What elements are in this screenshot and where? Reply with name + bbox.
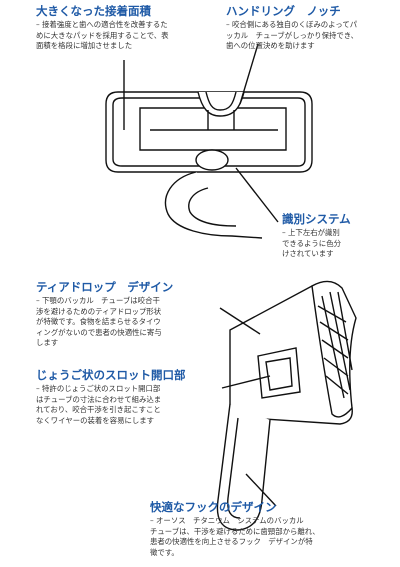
- callout-pad: 大きくなった接着面積 – 接着強度と歯への適合性を改善するた めに大きなパッドを…: [36, 4, 226, 52]
- bracket-top-view: [105, 91, 313, 239]
- pointer-ident: [235, 167, 279, 223]
- callout-ident: 識別システム – 上下左右が識別 できるように色分 けされています: [282, 212, 398, 260]
- heading-ident: 識別システム: [282, 212, 351, 226]
- heading-teardrop: ティアドロップ デザイン: [36, 280, 174, 294]
- heading-hook: 快適なフックのデザイン: [150, 500, 277, 514]
- heading-pad: 大きくなった接着面積: [36, 4, 151, 18]
- buccal-tube-view: [216, 280, 357, 531]
- heading-notch: ハンドリング ノッチ: [226, 4, 341, 18]
- desc-teardrop: – 下顎のバッカル チューブは咬合干 渉を避けるためのティアドロップ形状 が特徴…: [36, 296, 162, 347]
- callout-teardrop: ティアドロップ デザイン – 下顎のバッカル チューブは咬合干 渉を避けるための…: [36, 280, 226, 349]
- callout-notch: ハンドリング ノッチ – 咬合側にある独自のくぼみのよってパ ッカル チューブが…: [226, 4, 398, 52]
- pointer-notch: [239, 43, 259, 105]
- desc-notch: – 咬合側にある独自のくぼみのよってパ ッカル チューブがしっかり保持でき、 歯…: [226, 20, 359, 50]
- desc-hook: – オーソス チタニウム システムのバッカル チューブは、干渉を避けるために歯頸…: [150, 516, 320, 557]
- heading-slot: じょうご状のスロット開口部: [36, 368, 186, 382]
- callout-hook: 快適なフックのデザイン – オーソス チタニウム システムのバッカル チューブは…: [150, 500, 390, 558]
- pointer-hook: [245, 473, 277, 507]
- pointer-slot: [221, 375, 271, 389]
- pointer-teardrop: [219, 307, 261, 335]
- desc-slot: – 特許のじょうご状のスロット開口部 はチューブの寸法に合わせて組み込ま れてお…: [36, 384, 162, 425]
- desc-pad: – 接着強度と歯への適合性を改善するた めに大きなパッドを採用することで、表 面…: [36, 20, 169, 50]
- desc-ident: – 上下左右が識別 できるように色分 けされています: [282, 228, 341, 258]
- callout-slot: じょうご状のスロット開口部 – 特許のじょうご状のスロット開口部 はチューブの寸…: [36, 368, 226, 426]
